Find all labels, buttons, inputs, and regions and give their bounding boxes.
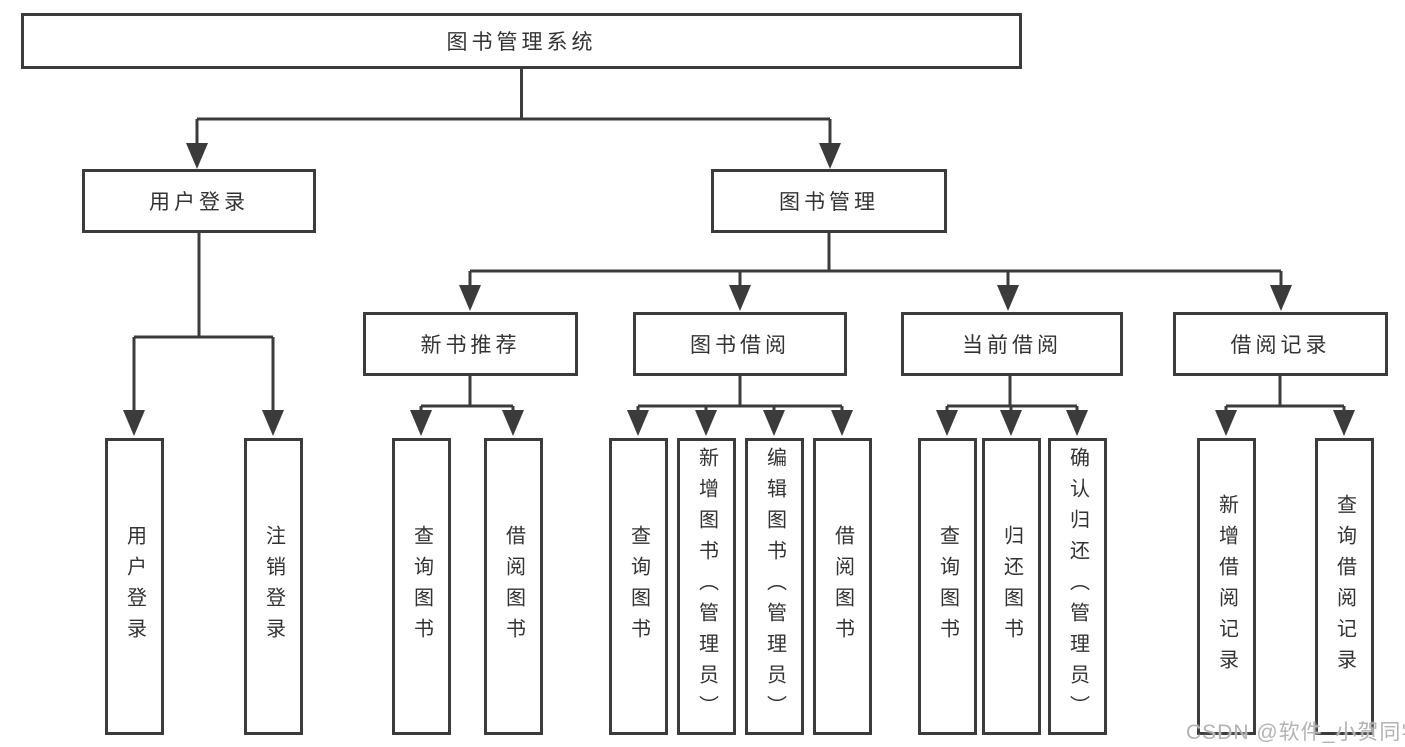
node-label: 查询图书	[410, 524, 433, 649]
connector-current-borrow-to-leaves	[936, 375, 1088, 436]
node-current-borrowing: 当前借阅	[901, 312, 1123, 376]
node-leaf-confirm-return-admin: 确认归还（管理员）	[1048, 438, 1107, 735]
node-book-management: 图书管理	[711, 169, 947, 233]
node-leaf-borrow-books-2: 借阅图书	[813, 438, 872, 735]
node-book-management-system: 图书管理系统	[21, 13, 1022, 69]
node-label: 新增图书（管理员）	[695, 447, 718, 726]
node-leaf-query-books-3: 查询图书	[918, 438, 977, 735]
node-book-borrowing: 图书借阅	[633, 312, 847, 376]
node-label: 注销登录	[262, 524, 285, 649]
node-leaf-borrow-books-1: 借阅图书	[484, 438, 543, 735]
node-leaf-return-books: 归还图书	[982, 438, 1041, 735]
node-leaf-query-borrow-record: 查询借阅记录	[1315, 438, 1374, 735]
connector-book-management-to-level3	[459, 232, 1292, 311]
node-label: 当前借阅	[962, 334, 1062, 357]
node-borrowing-records: 借阅记录	[1173, 312, 1388, 376]
node-leaf-query-books-2: 查询图书	[609, 438, 668, 735]
node-leaf-add-borrow-record: 新增借阅记录	[1197, 438, 1256, 735]
node-label: 确认归还（管理员）	[1066, 447, 1089, 726]
connector-book-borrow-to-leaves	[627, 375, 853, 436]
connector-borrow-records-to-leaves	[1215, 375, 1355, 436]
csdn-watermark: CSDN @软件_小贺同学	[1186, 721, 1405, 744]
connector-user-login-to-leaves	[123, 232, 284, 436]
node-label: 借阅记录	[1230, 334, 1331, 357]
node-label: 查询图书	[936, 524, 959, 649]
node-label: 查询图书	[627, 524, 650, 649]
node-label: 查询借阅记录	[1333, 493, 1356, 680]
node-label: 用户登录	[149, 191, 249, 214]
node-leaf-add-books-admin: 新增图书（管理员）	[677, 438, 736, 735]
node-label: 图书管理	[779, 191, 879, 214]
node-label: 新书推荐	[420, 334, 521, 357]
node-label: 借阅图书	[502, 524, 525, 649]
node-label: 图书借阅	[690, 334, 790, 357]
node-leaf-user-login: 用户登录	[105, 438, 164, 735]
node-new-book-recommendation: 新书推荐	[363, 312, 578, 376]
node-leaf-edit-books-admin: 编辑图书（管理员）	[745, 438, 804, 735]
node-leaf-logout: 注销登录	[244, 438, 303, 735]
node-leaf-query-books-1: 查询图书	[392, 438, 451, 735]
node-label: 图书管理系统	[446, 31, 597, 54]
connector-root-to-level2	[186, 67, 841, 169]
node-label: 编辑图书（管理员）	[763, 447, 786, 726]
node-user-login: 用户登录	[82, 169, 316, 233]
node-label: 借阅图书	[831, 524, 854, 649]
connector-new-book-rec-to-leaves	[410, 375, 524, 436]
node-label: 用户登录	[123, 524, 146, 649]
node-label: 归还图书	[1000, 524, 1023, 649]
node-label: 新增借阅记录	[1215, 493, 1238, 680]
